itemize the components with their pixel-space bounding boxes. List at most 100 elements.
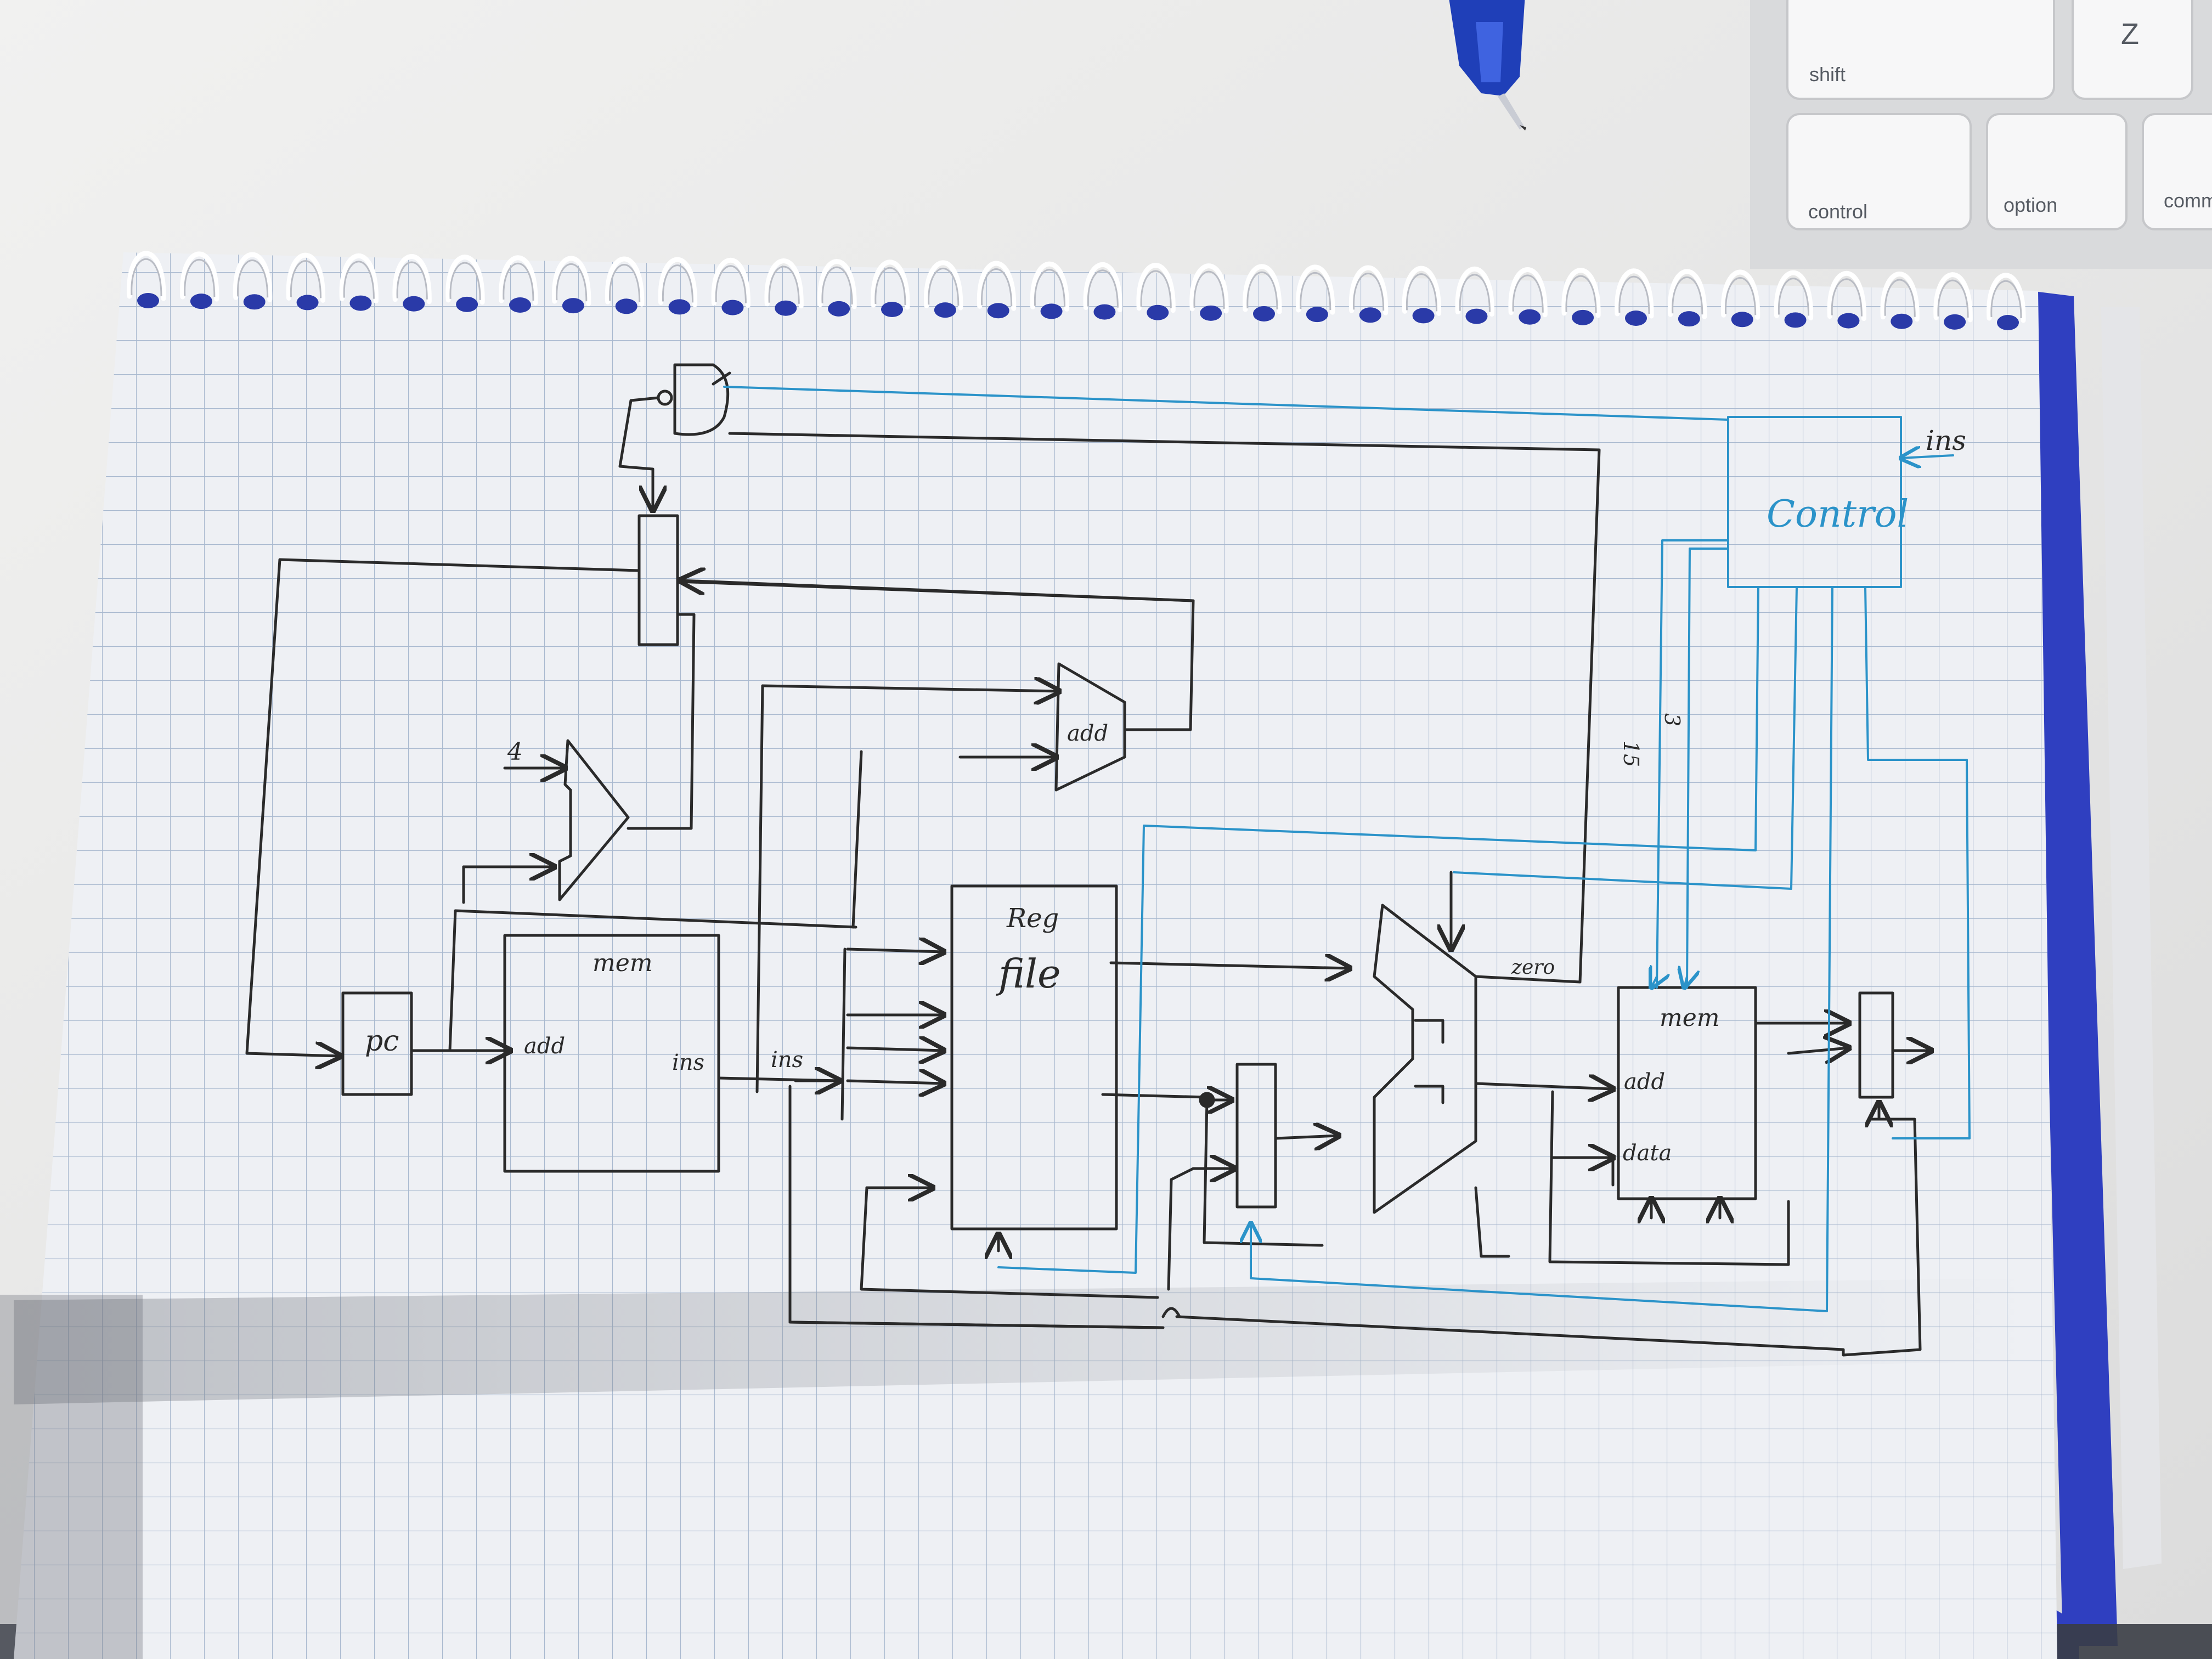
spiral-hole [1625, 311, 1647, 326]
key-option[interactable]: option [1986, 113, 2128, 230]
spiral-coil [552, 256, 591, 306]
keyboard: shift Z control option comm [1750, 0, 2212, 269]
spiral-hole [562, 298, 584, 314]
spiral-coil [658, 257, 698, 307]
spiral-hole [1200, 305, 1222, 321]
spiral-coil [1348, 265, 1389, 315]
spiral-hole [1093, 304, 1116, 320]
spiral-hole [1465, 308, 1488, 324]
imem-ins-label: ins [672, 1050, 704, 1075]
imem-add-label: add [524, 1034, 565, 1059]
dmem-data-label: data [1623, 1141, 1672, 1166]
spiral-binding [127, 251, 2026, 330]
spiral-hole [1306, 307, 1328, 323]
key-command-label: comm [2164, 189, 2212, 212]
spiral-coil [392, 254, 432, 304]
spiral-coil [1402, 266, 1442, 316]
constant-four-label: 4 [507, 738, 523, 766]
spiral-coil [1243, 264, 1282, 314]
spiral-hole [190, 294, 212, 309]
key-command[interactable]: comm [2142, 113, 2212, 230]
spiral-hole [1147, 304, 1169, 320]
key-z-label: Z [2121, 18, 2139, 50]
dmem-label: mem [1660, 1004, 1719, 1032]
spiral-coil [1508, 267, 1548, 318]
spiral-hole [1944, 314, 1966, 330]
spiral-hole [987, 303, 1009, 319]
writeback-mux [1858, 991, 1894, 1099]
spiral-coil [127, 251, 166, 301]
spiral-hole [881, 302, 903, 317]
notebook-page [0, 252, 2057, 1659]
instruction-memory [503, 934, 720, 1173]
spiral-coil [1615, 268, 1654, 319]
register-file [950, 884, 1118, 1231]
spiral-coil [817, 259, 857, 309]
regfile-label-1: Reg [1006, 903, 1059, 934]
spiral-coil [924, 260, 963, 311]
regfile-label-2: file [996, 951, 1061, 997]
spiral-coil [499, 255, 538, 306]
dmem-add-label: add [1624, 1069, 1665, 1094]
spiral-hole [775, 300, 797, 316]
spiral-coil [1030, 261, 1070, 312]
branch-adder-label: add [1067, 721, 1108, 746]
spiral-coil [1561, 268, 1601, 318]
key-shift-label: shift [1809, 63, 1846, 86]
spiral-coil [764, 258, 804, 309]
key-control[interactable]: control [1786, 113, 1972, 230]
spiral-coil [1880, 272, 1920, 322]
spiral-hole [1359, 307, 1381, 323]
spiral-hole [1412, 308, 1435, 324]
alu-src-mux [1235, 1063, 1277, 1209]
spiral-coil [1455, 266, 1494, 317]
spiral-coil [339, 253, 379, 304]
key-shift[interactable]: shift [1786, 0, 2055, 100]
spiral-hole [349, 295, 372, 311]
control-unit [1727, 416, 1902, 588]
imem-label: mem [592, 949, 652, 977]
spiral-hole [1837, 313, 1860, 329]
spiral-coil [1933, 272, 1973, 323]
spiral-hole [828, 301, 850, 317]
control-signals [723, 386, 1971, 1312]
spiral-hole [296, 295, 319, 311]
and-gate [673, 363, 730, 436]
zero-label: zero [1511, 956, 1555, 979]
spiral-coil [1720, 269, 1760, 320]
key-option-label: option [2004, 194, 2057, 216]
spiral-hole [1519, 309, 1541, 325]
spiral-hole [1731, 312, 1753, 328]
spiral-coil [233, 252, 273, 302]
spiral-hole [721, 300, 744, 315]
key-z[interactable]: Z [2072, 0, 2193, 100]
control-label: Control [1767, 493, 1909, 536]
control-bits-15-label: 15 [1619, 741, 1643, 767]
spiral-hole [456, 296, 478, 312]
spiral-hole [1253, 306, 1275, 321]
spiral-coil [871, 259, 910, 310]
spiral-coil [1987, 273, 2026, 323]
spiral-hole [1678, 311, 1700, 327]
spiral-hole [509, 297, 531, 313]
spiral-coil [1668, 269, 1707, 319]
spiral-coil [1083, 262, 1122, 313]
circuit-drawing [245, 363, 1931, 1357]
ins-wire-label: ins [771, 1047, 803, 1073]
spiral-coil [1827, 270, 1866, 321]
pc-adder [558, 739, 630, 901]
alu [1373, 904, 1477, 1214]
spiral-hole [243, 294, 266, 310]
spiral-coil [180, 251, 219, 302]
spiral-coil [711, 257, 751, 308]
spiral-coil [445, 255, 485, 305]
spiral-hole [615, 298, 637, 314]
spiral-hole [1891, 313, 1913, 329]
spiral-hole [1784, 312, 1807, 328]
spiral-coil [1136, 263, 1176, 313]
spiral-hole [1572, 309, 1594, 325]
spiral-coil [977, 261, 1017, 311]
spiral-hole [137, 293, 159, 308]
spiral-coil [1296, 264, 1335, 315]
